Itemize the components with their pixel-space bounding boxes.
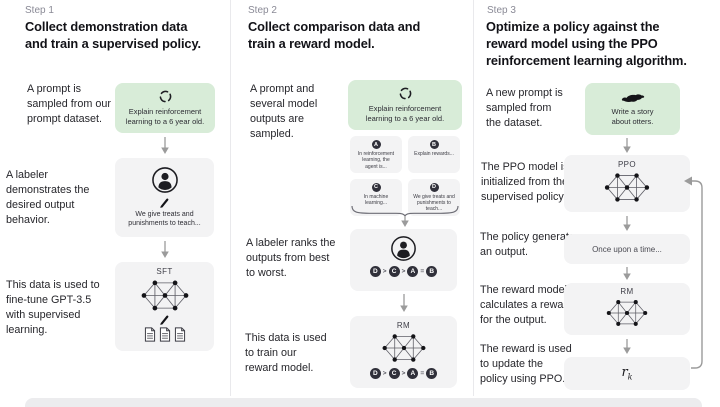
down-arrow-icon (401, 216, 409, 227)
sft-model-box: SFT (115, 262, 214, 351)
prompt-box: Write a story about otters. (585, 83, 680, 135)
output-text: In reinforcement learning, the agent is.… (357, 151, 395, 170)
down-arrow-icon (623, 267, 631, 280)
down-arrow-icon (161, 137, 169, 154)
output-text: In machine learning... (363, 193, 389, 206)
output-text: Explain rewards... (414, 151, 454, 157)
down-arrow-icon (400, 294, 408, 312)
step-1-text-finetune: This data is used to fine-tune GPT-3.5 w… (6, 279, 100, 337)
network-icon (603, 297, 651, 329)
output-text: We give treats and punishments to teach.… (413, 193, 455, 213)
prompt-caption: Explain reinforcement learning to a 6 ye… (365, 104, 445, 123)
step-2-text-train: This data is used to train our reward mo… (245, 332, 327, 375)
output-letter: A (371, 140, 381, 149)
reward-model-box: RM D > C > A = B (350, 316, 457, 388)
output-letter: C (371, 182, 381, 192)
prompt-caption: Explain reinforcement learning to a 6 ye… (125, 107, 205, 126)
output-letter: D (429, 182, 439, 192)
reward-model-box: RM (564, 283, 690, 335)
documents-icon (144, 327, 186, 342)
ppo-label: PPO (617, 160, 637, 169)
prompt-caption: Write a story about otters. (611, 106, 654, 126)
column-divider (473, 0, 474, 396)
step-2-heading: Collect comparison data and train a rewa… (248, 19, 421, 51)
rank-circle: A (407, 368, 419, 379)
rank-separator: > (382, 268, 387, 275)
network-icon (379, 331, 429, 365)
output-letter: B (429, 140, 439, 149)
step-1-label: Step 1 (25, 5, 54, 16)
output-b: B Explain rewards... (408, 136, 460, 173)
rank-circle: B (426, 368, 438, 379)
feedback-loop-arrow-icon (684, 176, 703, 369)
curly-brace-icon (351, 205, 459, 216)
pen-icon (159, 197, 170, 208)
ranking-row: D > C > A = B (369, 368, 438, 379)
down-arrow-icon (623, 138, 631, 153)
rank-circle: D (369, 266, 381, 277)
rank-separator: > (382, 370, 387, 377)
ppo-model-box: PPO (564, 155, 690, 212)
rank-circle: C (388, 368, 400, 379)
prompt-box: Explain reinforcement learning to a 6 ye… (115, 83, 215, 133)
labeler-icon (151, 166, 179, 194)
next-row-edge (25, 398, 702, 407)
pen-icon (159, 314, 170, 325)
labeler-caption: We give treats and punishments to teach.… (128, 211, 201, 228)
policy-output-box: Once upon a time... (564, 234, 690, 264)
column-divider (230, 0, 231, 396)
reward-value-box: rk (564, 357, 690, 390)
step-2-text-ranks: A labeler ranks the outputs from best to… (246, 237, 336, 280)
step-2-text-sampled: A prompt and several model outputs are s… (250, 83, 318, 141)
step-1-text-prompt: A prompt is sampled from our prompt data… (27, 83, 112, 126)
rank-separator: > (401, 268, 406, 275)
model-outputs-grid: A In reinforcement learning, the agent i… (350, 136, 460, 216)
policy-output-text: Once upon a time... (592, 244, 662, 254)
step-2-label: Step 2 (248, 5, 277, 16)
step-1-heading: Collect demonstration data and train a s… (25, 19, 201, 51)
ranking-row: D > C > A = B (369, 266, 438, 277)
rank-separator: = (420, 370, 425, 377)
step-3-text-init: The PPO model is initialized from the su… (481, 161, 569, 204)
labeler-icon (390, 235, 417, 262)
step-3-text-prompt: A new prompt is sampled from the dataset… (486, 87, 563, 130)
sft-label: SFT (156, 267, 173, 276)
rm-label: RM (620, 287, 634, 296)
output-d: D We give treats and punishments to teac… (408, 178, 460, 216)
rank-circle: D (369, 368, 381, 379)
reward-symbol: rk (621, 365, 633, 382)
network-icon (601, 170, 653, 205)
rank-separator: = (420, 268, 425, 275)
prompt-box: Explain reinforcement learning to a 6 ye… (348, 80, 462, 130)
output-c: C In machine learning... (350, 178, 402, 216)
rm-label: RM (396, 321, 411, 330)
refresh-icon (158, 89, 173, 104)
down-arrow-icon (623, 216, 631, 231)
down-arrow-icon (623, 339, 631, 354)
rank-circle: B (426, 266, 438, 277)
step-3-label: Step 3 (487, 5, 516, 16)
otter-icon (621, 92, 645, 104)
step-3-heading: Optimize a policy against the reward mod… (486, 19, 687, 68)
rank-separator: > (401, 370, 406, 377)
labeler-demo-box: We give treats and punishments to teach.… (115, 158, 214, 237)
refresh-icon (398, 86, 413, 101)
rank-circle: A (407, 266, 419, 277)
output-a: A In reinforcement learning, the agent i… (350, 136, 402, 173)
down-arrow-icon (161, 241, 169, 258)
step-1-text-labeler: A labeler demonstrates the desired outpu… (6, 169, 90, 227)
labeler-rank-box: D > C > A = B (350, 229, 457, 291)
step-3-text-update: The reward is used to update the policy … (480, 343, 572, 386)
network-icon (138, 277, 192, 314)
rank-circle: C (388, 266, 400, 277)
